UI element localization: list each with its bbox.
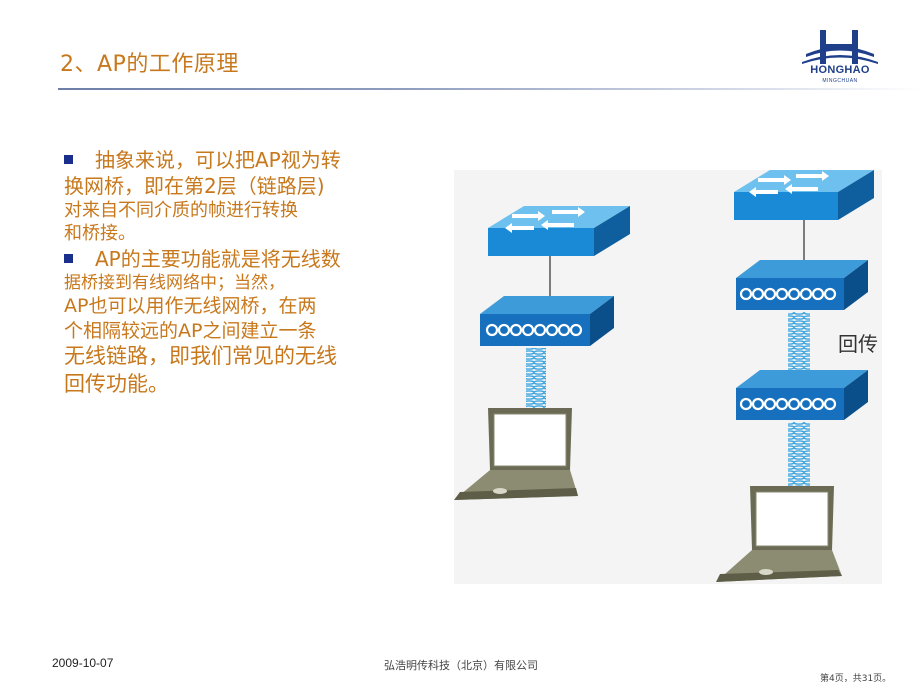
wireless-backhaul-link: [788, 312, 810, 372]
footer-page-number: 第4页，共31页。: [820, 674, 892, 684]
bullet-1-text: 抽象来说，可以把AP视为转: [95, 148, 341, 172]
bullet-2-line-5: 无线链路，即我们常见的无线: [64, 344, 337, 369]
bullet-2-line-3: AP也可以用作无线网桥，在两: [64, 294, 317, 317]
bullet-marker: [64, 253, 73, 263]
laptop-left: [454, 408, 578, 500]
access-point-right-lower: [736, 370, 868, 420]
laptop-right: [716, 486, 842, 582]
wireless-link-right: [788, 422, 810, 486]
ap-diagram: [454, 170, 882, 584]
bullet-1-line-2: 换网桥，即在第2层（链路层): [64, 174, 325, 198]
title-divider: [58, 88, 920, 90]
bullet-2-text: AP的主要功能就是将无线数: [95, 246, 341, 271]
bullet-marker: [64, 155, 73, 164]
bullet-2-line-2: 据桥接到有线网络中；当然，: [64, 272, 285, 293]
switch-right: [734, 170, 874, 220]
footer-company: 弘浩明传科技（北京）有限公司: [384, 659, 538, 672]
bullet-list: 抽象来说，可以把AP视为转 换网桥，即在第2层（链路层) 对来自不同介质的帧进行…: [64, 147, 444, 398]
slide-title: 2、AP的工作原理: [60, 52, 239, 77]
bullet-2-line-6: 回传功能。: [64, 371, 169, 396]
bullet-1-line-1: 抽象来说，可以把AP视为转: [64, 147, 444, 173]
honghao-logo: [802, 30, 878, 64]
backhaul-label: 回传: [838, 332, 878, 356]
access-point-left: [480, 296, 614, 346]
bullet-2-line-4: 个相隔较远的AP之间建立一条: [64, 319, 317, 342]
logo-name: HONGHAO: [810, 64, 870, 76]
access-point-right-upper: [736, 260, 868, 310]
logo-subname: MINGCHUAN: [822, 78, 858, 84]
wireless-link-left: [526, 348, 546, 408]
footer-date: 2009-10-07: [52, 656, 114, 670]
switch-left: [488, 206, 630, 256]
network-diagram: [454, 170, 874, 582]
bullet-1-line-4: 和桥接。: [64, 223, 136, 245]
bullet-2-line-1: AP的主要功能就是将无线数: [64, 246, 444, 272]
bullet-1-line-3: 对来自不同介质的帧进行转换: [64, 200, 298, 221]
